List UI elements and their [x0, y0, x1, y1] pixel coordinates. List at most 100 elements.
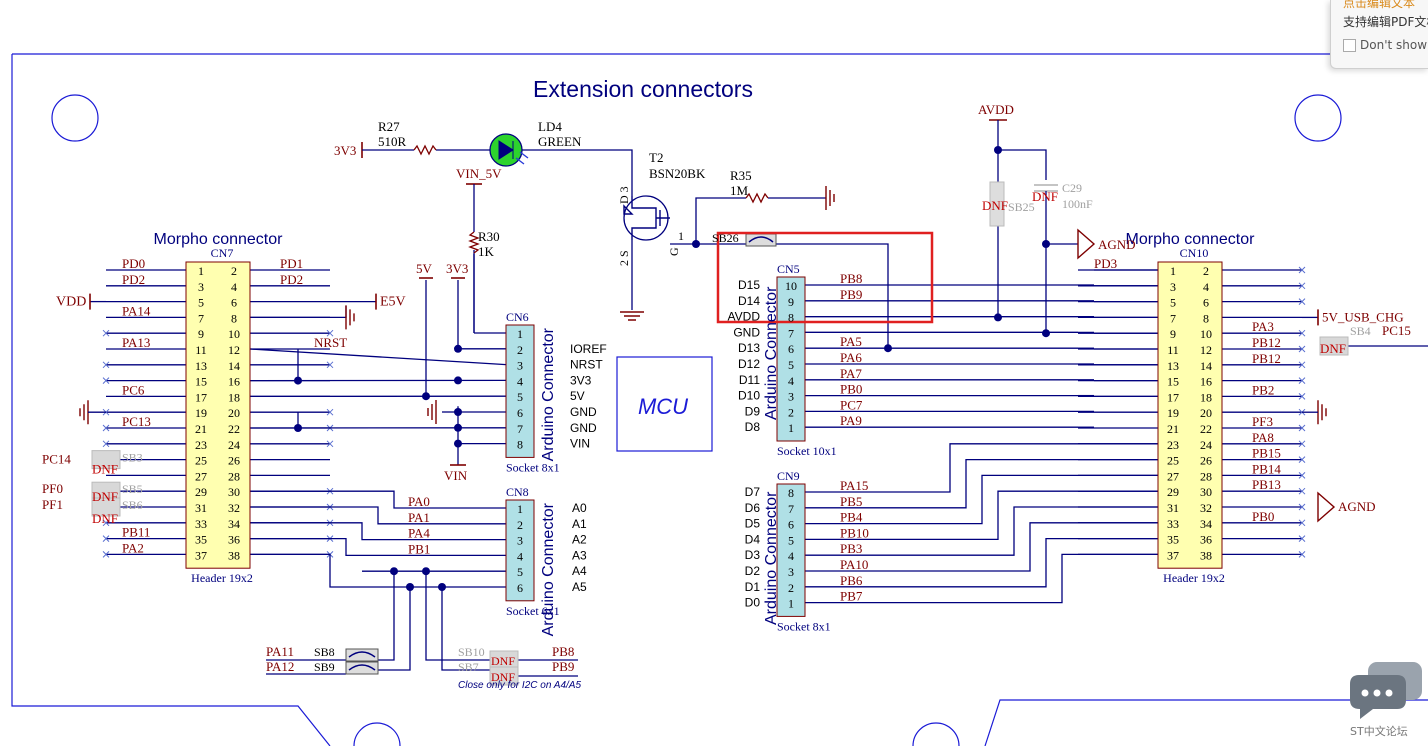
- sb9-label: SB9: [314, 660, 335, 674]
- cn8-pin-number: 1: [517, 502, 523, 516]
- dnf-label: DNF: [491, 670, 515, 684]
- popup-top-link[interactable]: 点击编辑文本: [1343, 0, 1416, 10]
- no-connect-mark: [326, 361, 334, 369]
- cn5-pin-number: 2: [788, 405, 794, 419]
- wire: [250, 537, 506, 557]
- cn8-signal: A0: [572, 501, 587, 515]
- usb-chg-label: 5V_USB_CHG: [1322, 309, 1404, 324]
- cn8-signal: A3: [572, 548, 587, 562]
- no-connect-mark: [102, 440, 110, 448]
- dnf-label: DNF: [491, 654, 515, 668]
- cn7-pin-number: 35: [195, 533, 207, 547]
- cn5-signal: D10: [738, 389, 760, 403]
- cn7-pin-number: 18: [228, 390, 240, 404]
- cn9-pin-number: 7: [788, 502, 794, 516]
- sb25-label: SB25: [1008, 200, 1035, 214]
- cn10-title: Morpho connector: [1126, 231, 1256, 248]
- cn7-pin-number: 19: [195, 406, 207, 420]
- cn10-pin-number: 26: [1200, 454, 1212, 468]
- mounting-hole: [1294, 94, 1342, 142]
- no-connect-mark: [1298, 361, 1306, 369]
- cn6-signal: 3V3: [570, 373, 592, 387]
- no-connect-mark: [1298, 440, 1306, 448]
- pa12-label: PA12: [266, 659, 294, 674]
- cn7-pin-number: 25: [195, 454, 207, 468]
- cn10-net-right: PF3: [1252, 414, 1273, 429]
- cn7-pin-number: 13: [195, 359, 207, 373]
- wire: [776, 243, 889, 349]
- cn6-pin-number: 3: [517, 359, 523, 373]
- wire: [441, 587, 490, 671]
- cn9-signal: D2: [745, 564, 761, 578]
- solder-bridge-arc: [748, 236, 774, 243]
- dnf-label: DNF: [92, 511, 118, 526]
- cn9-pin-number: 3: [788, 565, 794, 579]
- t2-ref: T2: [649, 150, 663, 165]
- cn10-pin-number: 27: [1167, 469, 1179, 483]
- cn7-pin-number: 37: [195, 548, 207, 562]
- cn10-pin-number: 11: [1167, 343, 1179, 357]
- cn5-signal: D11: [739, 373, 760, 387]
- cn6-pin-number: 4: [517, 374, 523, 388]
- cn9-pin-number: 6: [788, 518, 794, 532]
- cn8-pin-number: 2: [517, 518, 523, 532]
- cn5-net: PA5: [840, 334, 862, 349]
- cn8-net: PA0: [408, 494, 430, 509]
- cn8-pin-number: 3: [517, 534, 523, 548]
- cn9-name: Arduino Connector: [763, 491, 780, 625]
- dont-show-checkbox-row[interactable]: Don't show again: [1343, 38, 1428, 52]
- cn7-ref: CN7: [211, 246, 234, 260]
- dont-show-checkbox[interactable]: [1343, 38, 1356, 52]
- no-connect-mark: [1298, 298, 1306, 305]
- avdd-label: AVDD: [978, 102, 1014, 117]
- cn8-socket-body: [505, 499, 535, 602]
- dnf-label: DNF: [92, 489, 118, 504]
- cn10-pin-number: 30: [1200, 485, 1212, 499]
- cn10-pin-number: 1: [1170, 264, 1176, 278]
- cn10-pin-number: 9: [1170, 327, 1176, 341]
- cn10-pin-number: 34: [1200, 517, 1212, 531]
- cn6-name: Arduino Connector: [540, 327, 557, 461]
- no-connect-mark: [1298, 329, 1306, 337]
- cn6-pin-number: 1: [517, 327, 523, 341]
- cn10-pin-number: 25: [1167, 454, 1179, 468]
- wire: [805, 506, 1158, 556]
- pdf-edit-popup: 点击编辑文本 支持编辑PDF文档 Don't show again: [1330, 0, 1428, 69]
- cn6-signal: NRST: [570, 358, 603, 372]
- led-rays: [515, 151, 529, 165]
- cn9-signal: D4: [745, 532, 761, 546]
- cn6-pin-number: 5: [517, 390, 523, 404]
- cn5-pin-number: 7: [788, 326, 794, 340]
- cn10-pin-number: 29: [1167, 485, 1179, 499]
- no-connect-mark: [326, 440, 334, 448]
- forum-badge[interactable]: ST中文论坛: [1346, 660, 1428, 746]
- cn6-footer: Socket 8x1: [506, 460, 560, 474]
- cn10-pin-number: 32: [1200, 501, 1212, 515]
- cn8-net: PA1: [408, 510, 430, 525]
- no-connect-mark: [1298, 456, 1306, 463]
- cn5-signal: D8: [745, 420, 761, 434]
- cn10-pin-number: 28: [1200, 469, 1212, 483]
- cn9-net: PB4: [840, 510, 863, 525]
- cn5-signal: D15: [738, 278, 760, 292]
- cn7-pin-number: 3: [198, 280, 204, 294]
- pf1-label: PF1: [42, 497, 63, 512]
- cn10-pin-number: 24: [1200, 438, 1212, 452]
- cn9-footer: Socket 8x1: [777, 619, 831, 633]
- cn6-signal: GND: [570, 421, 597, 435]
- cn7-pin-number: 11: [195, 343, 207, 357]
- cn9-net: PA15: [840, 478, 868, 493]
- pb9-label: PB9: [552, 659, 574, 674]
- cn5-pin-number: 6: [788, 342, 794, 356]
- cn10-net-right: PB12: [1252, 335, 1281, 350]
- cn10-pin-number: 22: [1200, 422, 1212, 436]
- cn9-signal: D1: [745, 580, 761, 594]
- no-connect-mark: [1298, 487, 1306, 495]
- cn7-pin-number: 32: [228, 501, 240, 515]
- cn9-pin-number: 4: [788, 549, 794, 563]
- r30-val: 1K: [478, 244, 495, 259]
- cn10-ref: CN10: [1180, 246, 1209, 260]
- no-connect-mark: [1298, 472, 1306, 479]
- no-connect-mark: [1298, 503, 1306, 511]
